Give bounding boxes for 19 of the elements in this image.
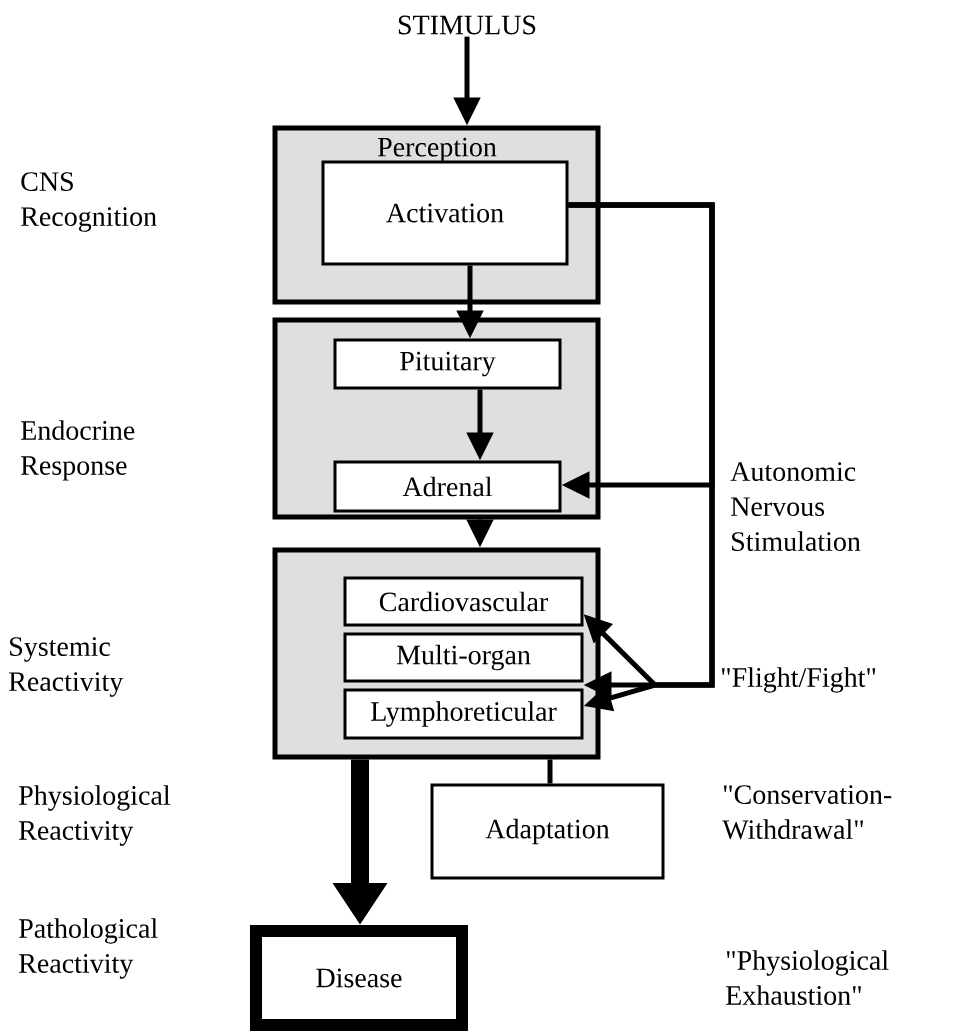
side-label: "Physiological Exhaustion" [726,950,889,1005]
side-label: Systemic Reactivity [9,637,124,697]
side-label: CNS Recognition [21,172,157,232]
side-label: Physiological Reactivity [19,785,171,846]
process-box: Activation [321,160,569,266]
side-label: Autonomic Nervous Stimulation [730,462,861,551]
side-label: "Flight/Fight" [721,667,876,693]
side-label: Pathological Reactivity [19,918,158,979]
connector-line [547,759,553,784]
side-label: Endocrine Response [21,420,135,481]
process-box: Multi-organ [343,632,584,683]
process-box: Lymphoreticular [343,688,584,740]
disease-box: Disease [250,925,468,1031]
process-box: Adrenal [333,460,562,513]
side-label: "Conservation-Withdrawal" [722,785,892,840]
process-box: Adaptation [430,783,665,880]
process-box: Cardiovascular [343,576,584,627]
process-box: Pituitary [333,338,562,390]
stimulus-label: STIMULUS [398,15,536,35]
